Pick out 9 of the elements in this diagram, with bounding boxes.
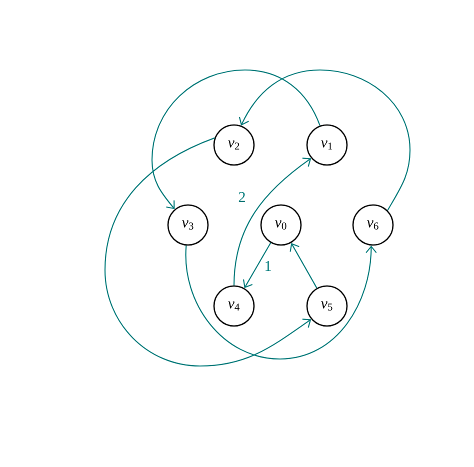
- arrow: [290, 242, 318, 288]
- arrow: [151, 69, 320, 210]
- edge-label: 2: [237, 191, 247, 203]
- edge-label: 1: [263, 260, 273, 272]
- arrow: [242, 242, 272, 288]
- arrow: [233, 158, 312, 286]
- arrow: [238, 69, 411, 211]
- arrow: [104, 137, 312, 367]
- arrow: [185, 246, 377, 360]
